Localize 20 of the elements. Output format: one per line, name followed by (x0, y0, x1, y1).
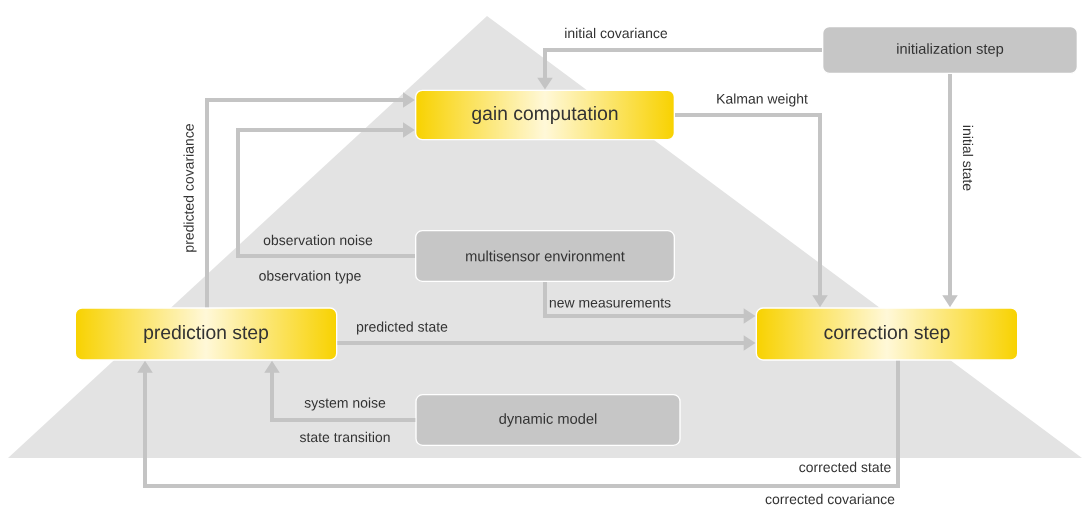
edge-label: system noise (304, 397, 386, 411)
edge-label: observation noise (263, 234, 373, 246)
process-box: multisensor environment (415, 230, 675, 282)
edge-label: predicted state (357, 321, 448, 335)
edge-label: new measurements (549, 298, 671, 308)
label-text: observation type (259, 270, 361, 284)
arrow (137, 360, 900, 488)
label-text: state transition (299, 431, 390, 443)
edge-label: corrected state (799, 461, 891, 473)
edge-label: Kalman weight (717, 93, 808, 107)
edge-label: initial covariance (565, 27, 668, 39)
arrow (236, 122, 415, 258)
process-box: initialization step (822, 26, 1078, 74)
process-box: dynamic model (415, 394, 681, 446)
label-text: corrected covariance (765, 493, 895, 505)
edge-label: predicted covariance (183, 124, 197, 252)
step-box: gain computation (415, 89, 675, 141)
step-box: prediction step (74, 307, 338, 361)
step-box: correction step (755, 307, 1019, 361)
edge-label: initial state (962, 125, 974, 191)
